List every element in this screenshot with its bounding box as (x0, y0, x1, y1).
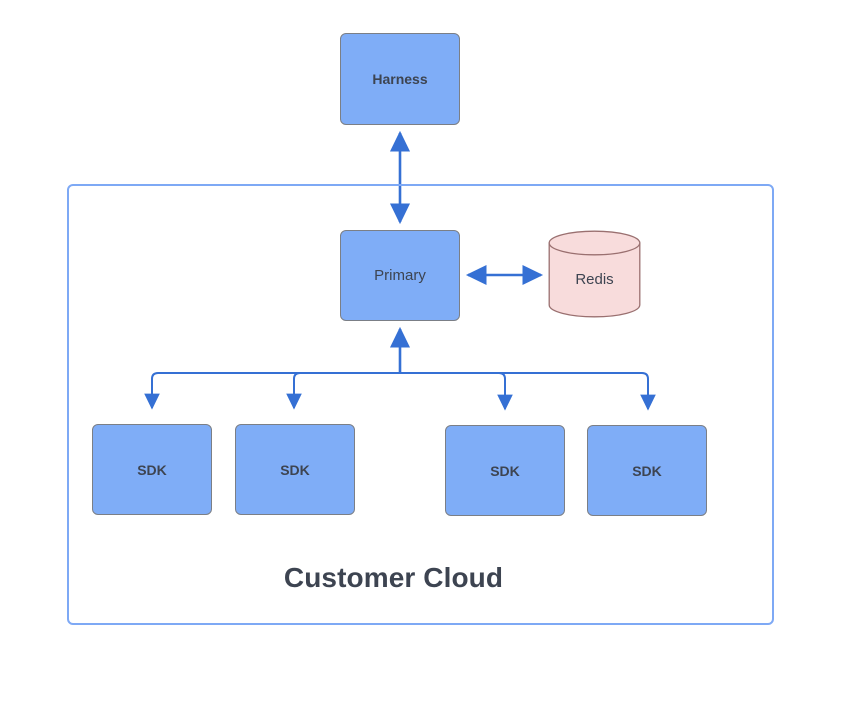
node-sdk-2[interactable]: SDK (235, 424, 355, 515)
node-sdk-3[interactable]: SDK (445, 425, 565, 516)
node-sdk-1[interactable]: SDK (92, 424, 212, 515)
customer-cloud-container[interactable] (67, 184, 774, 625)
node-sdk-3-label: SDK (490, 462, 520, 479)
node-sdk-4[interactable]: SDK (587, 425, 707, 516)
node-sdk-1-label: SDK (137, 461, 167, 478)
node-harness[interactable]: Harness (340, 33, 460, 125)
node-harness-label: Harness (372, 71, 428, 87)
node-sdk-2-label: SDK (280, 461, 310, 478)
node-sdk-4-label: SDK (632, 462, 662, 479)
node-primary-label: Primary (374, 267, 426, 284)
customer-cloud-label: Customer Cloud (283, 562, 504, 593)
cylinder-icon (548, 230, 641, 318)
node-primary[interactable]: Primary (340, 230, 460, 321)
node-redis[interactable]: Redis (548, 228, 641, 320)
node-redis-label: Redis (575, 270, 614, 288)
